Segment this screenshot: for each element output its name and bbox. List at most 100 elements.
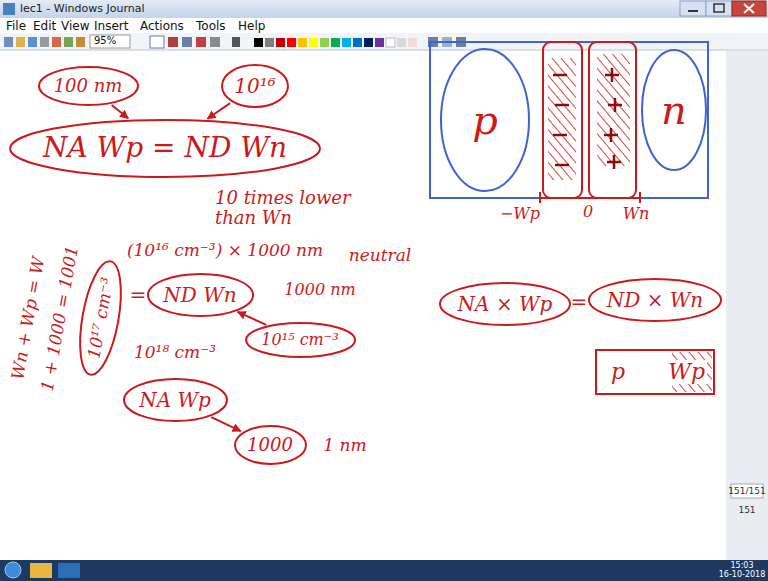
color-palette (353, 38, 362, 47)
equals-sign: = (130, 284, 147, 306)
p-region: p (439, 47, 531, 193)
taskbar (0, 560, 768, 581)
color-palette (331, 38, 340, 47)
handwritten-equation: (10¹⁶ cm⁻³) × 1000 nm (127, 241, 323, 260)
maximize-button (714, 4, 724, 12)
menu-item: Tools (196, 20, 226, 33)
toolbar-icon (210, 37, 220, 47)
oval-outline (235, 426, 306, 464)
oval-outline (440, 283, 570, 325)
color-palette (408, 38, 417, 47)
handwritten-value: 1 nm (323, 436, 366, 455)
page-counter: 151/151 (728, 487, 765, 496)
toolbar-icon (150, 36, 164, 48)
equation-oval: ND × Wn (587, 277, 723, 323)
close-button (744, 4, 754, 13)
toolbar-icon (4, 35, 240, 48)
depletion-hatch (597, 54, 630, 166)
equation-oval: NA Wp = ND Wn (8, 118, 322, 179)
value-oval: 10¹⁷ cm⁻³ (70, 256, 130, 380)
node-text: ND Wn (163, 284, 236, 306)
charge-symbol (555, 104, 569, 107)
maximize-button (706, 1, 732, 16)
handwritten-note: 10 times lower than Wn (215, 188, 355, 228)
term-oval: ND Wn (146, 272, 255, 318)
page-number: 151 (738, 506, 755, 515)
menu-item: File (6, 20, 26, 33)
value-oval: 10¹⁵ cm⁻³ (244, 321, 357, 359)
connector (211, 417, 240, 431)
oval-outline (124, 379, 227, 421)
toolbar-icon (168, 37, 178, 47)
n-region: n (640, 48, 708, 172)
color-palette (364, 38, 373, 47)
p-side-sketch: pWp (595, 349, 715, 395)
handwritten-note: neutral (349, 246, 412, 265)
handwritten-value: 1000 nm (284, 281, 355, 299)
color-palette (254, 38, 263, 47)
toolbar-icon (232, 37, 240, 47)
toolbar-icon (64, 37, 73, 47)
oval-outline (72, 258, 127, 378)
node-text: n (661, 88, 687, 132)
color-palette (287, 38, 296, 47)
axis-label: 0 (583, 203, 593, 221)
charge-symbol (553, 134, 567, 137)
color-palette (386, 38, 395, 47)
toolbar-icon (28, 37, 37, 47)
node-text: 1000 (247, 435, 293, 455)
title-bar (0, 0, 768, 18)
page-sidebar (726, 51, 768, 560)
clock-time: 15:03 (730, 562, 753, 570)
color-palette (298, 38, 307, 47)
color-palette (320, 38, 329, 47)
node-text: p (611, 360, 625, 384)
value-oval: 1000 (233, 424, 308, 466)
zoom-level: 95% (94, 36, 116, 46)
charge-symbol (614, 98, 617, 112)
connector (112, 105, 129, 118)
handwritten-value: 10¹⁸ cm⁻³ (134, 343, 216, 362)
node-text: 100 nm (54, 76, 123, 96)
charge-symbol (553, 68, 622, 169)
color-palette (276, 38, 285, 47)
depletion-strip (589, 42, 636, 198)
close-button (732, 1, 766, 16)
node-text: 10¹⁶ (234, 75, 275, 97)
oval-outline (39, 67, 138, 105)
box-outline (596, 350, 714, 394)
charge-symbol (613, 155, 616, 169)
charge-symbol (553, 74, 567, 77)
taskbar-icon (58, 563, 80, 578)
depletion-strip (543, 42, 582, 198)
toolbar-icon (182, 37, 192, 47)
connector (238, 312, 267, 325)
menu-item: Edit (33, 20, 56, 33)
menu-bar (0, 18, 768, 33)
color-palette (375, 38, 384, 47)
oval-outline (10, 120, 320, 177)
depletion-hatch (548, 58, 576, 180)
menu-item: Insert (94, 20, 128, 33)
equation-oval: NA × Wp (438, 281, 572, 327)
oval-outline (642, 50, 706, 170)
start-button (5, 562, 21, 578)
toolbar-icon (4, 37, 13, 47)
menu-item: Help (238, 20, 265, 33)
color-palette (309, 38, 318, 47)
minimize-button (680, 1, 706, 16)
clock-date: 16-10-2018 (719, 571, 766, 579)
oval-outline (246, 323, 355, 357)
node-text: NA × Wp (458, 293, 553, 315)
axis-bracket (540, 192, 640, 203)
oval-outline (148, 274, 253, 316)
minimize-button (688, 10, 698, 12)
charge-symbol (555, 164, 569, 167)
axis-label: Wn (623, 205, 650, 223)
window-title: lec1 - Windows Journal (20, 3, 144, 14)
node-text: 10¹⁵ cm⁻³ (261, 331, 338, 349)
value-oval: 10¹⁶ (220, 63, 290, 109)
node-text: ND × Wn (607, 289, 703, 311)
color-palette (265, 38, 274, 47)
term-oval: NA Wp (122, 377, 229, 423)
